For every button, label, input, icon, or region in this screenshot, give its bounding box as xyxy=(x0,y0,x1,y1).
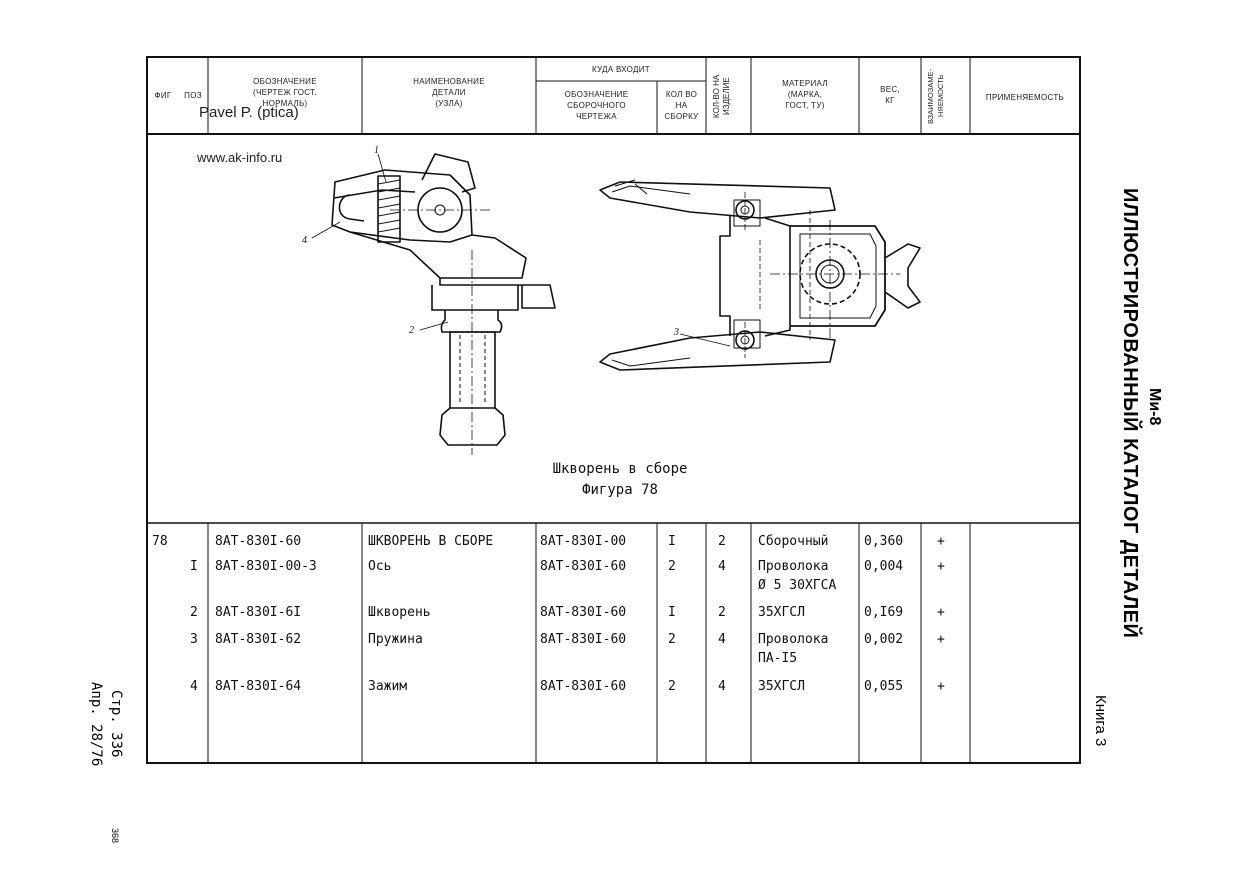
header-weight-line: ВЕС, xyxy=(880,85,900,94)
cell-name: ШКВОРЕНЬ В СБОРЕ xyxy=(368,534,494,549)
cell-name: Ось xyxy=(368,559,392,574)
cell-pos: 4 xyxy=(190,679,198,694)
cell-assembly: 8АТ-830I-60 xyxy=(540,679,627,694)
cell-designation: 8АТ-830I-64 xyxy=(215,679,302,694)
watermark-site: www.ak-info.ru xyxy=(197,150,283,165)
page-number: Стр. 336 xyxy=(108,690,124,758)
header-applicability: ПРИМЕНЯЕМОСТЬ xyxy=(985,93,1065,102)
cell-material-2: Ø 5 30ХГСА xyxy=(758,578,837,593)
cell-qty-prod: 4 xyxy=(718,559,726,574)
header-assembly-line: СБОРОЧНОГО xyxy=(567,101,626,110)
header-material-line: ГОСТ, ТУ) xyxy=(785,101,825,110)
page-date: Апр. 28/76 xyxy=(88,682,104,767)
header-qty-asm-line: СБОРКУ xyxy=(664,112,699,121)
cell-assembly: 8АТ-830I-60 xyxy=(540,559,627,574)
header-part-name-line: ДЕТАЛИ xyxy=(432,88,466,97)
header-assembly-line: ОБОЗНАЧЕНИЕ xyxy=(564,90,629,99)
header-designation-line: (ЧЕРТЕЖ ГОСТ. xyxy=(253,88,317,97)
cell-material: Проволока xyxy=(758,559,829,574)
cell-designation: 8АТ-830I-00-3 xyxy=(215,559,317,574)
cell-material: Сборочный xyxy=(758,534,829,549)
header-designation-line: ОБОЗНАЧЕНИЕ xyxy=(253,77,317,86)
cell-designation: 8АТ-830I-6I xyxy=(215,605,302,620)
cell-assembly: 8АТ-830I-00 xyxy=(540,534,627,549)
top-view xyxy=(599,179,921,371)
cell-assembly: 8АТ-830I-60 xyxy=(540,605,627,620)
cell-weight: 0,002 xyxy=(864,632,904,647)
header-designation: ОБОЗНАЧЕНИЕ (ЧЕРТЕЖ ГОСТ. НОРМАЛЬ) xyxy=(209,76,361,109)
header-part-name: НАИМЕНОВАНИЕ ДЕТАЛИ (УЗЛА) xyxy=(363,76,535,109)
cell-weight: 0,360 xyxy=(864,534,904,549)
header-qty-asm-line: КОЛ ВО xyxy=(665,90,698,99)
header-where-used: КУДА ВХОДИТ xyxy=(592,65,650,74)
cell-interch: + xyxy=(937,632,945,647)
cell-qty-prod: 2 xyxy=(718,605,726,620)
sheet-number: 368 xyxy=(110,828,120,844)
cell-qty-prod: 4 xyxy=(718,679,726,694)
header-assembly-designation: ОБОЗНАЧЕНИЕ СБОРОЧНОГО ЧЕРТЕЖА xyxy=(537,89,656,122)
figure-number: Фигура 78 xyxy=(582,482,658,498)
cell-name: Пружина xyxy=(368,632,423,647)
cell-material: 35ХГСЛ xyxy=(758,605,805,620)
callout-4: 4 xyxy=(302,235,307,246)
watermark-author: Pavel P. (ptica) xyxy=(199,104,299,121)
cell-material: Проволока xyxy=(758,632,829,647)
header-qty-assembly: КОЛ ВО НА СБОРКУ xyxy=(658,89,705,122)
header-designation-line: НОРМАЛЬ) xyxy=(262,99,308,108)
cell-qty-asm: I xyxy=(668,534,676,549)
cell-pos: 3 xyxy=(190,632,198,647)
cell-pos: 2 xyxy=(190,605,198,620)
cell-designation: 8АТ-830I-62 xyxy=(215,632,302,647)
cell-qty-asm: 2 xyxy=(668,559,676,574)
cell-fig: 78 xyxy=(152,534,168,549)
side-title: ИЛЛЮСТРИРОВАННЫЙ КАТАЛОГ ДЕТАЛЕЙ xyxy=(1119,188,1141,639)
header-fig: ФИГ xyxy=(154,91,172,100)
cell-qty-prod: 4 xyxy=(718,632,726,647)
header-material-line: МАТЕРИАЛ xyxy=(782,79,828,88)
header-material-line: (МАРКА, xyxy=(787,90,823,99)
header-weight-line: КГ xyxy=(885,96,895,105)
side-view xyxy=(311,153,556,455)
cell-material: 35ХГСЛ xyxy=(758,679,805,694)
header-interchangeability: ВЗАИМОЗАМЕ-НЯЕМОСТЬ xyxy=(926,68,945,124)
header-material: МАТЕРИАЛ (МАРКА, ГОСТ, ТУ) xyxy=(752,78,858,111)
header-part-name-line: (УЗЛА) xyxy=(435,99,463,108)
cell-qty-prod: 2 xyxy=(718,534,726,549)
cell-weight: 0,I69 xyxy=(864,605,904,620)
cell-interch: + xyxy=(937,679,945,694)
header-assembly-line: ЧЕРТЕЖА xyxy=(576,112,617,121)
cell-name: Зажим xyxy=(368,679,408,694)
cell-weight: 0,004 xyxy=(864,559,904,574)
cell-qty-asm: I xyxy=(668,605,676,620)
cell-assembly: 8АТ-830I-60 xyxy=(540,632,627,647)
cell-designation: 8АТ-830I-60 xyxy=(215,534,302,549)
header-qty-asm-line: НА xyxy=(675,101,688,110)
cell-interch: + xyxy=(937,534,945,549)
header-pos: ПОЗ xyxy=(184,91,202,100)
cell-name: Шкворень xyxy=(368,605,431,620)
cell-weight: 0,055 xyxy=(864,679,904,694)
kingpin-assembly-drawing xyxy=(311,153,921,455)
cell-qty-asm: 2 xyxy=(668,679,676,694)
callout-3: 3 xyxy=(674,327,679,338)
cell-interch: + xyxy=(937,559,945,574)
cell-pos: I xyxy=(190,559,198,574)
cell-material-2: ПА-I5 xyxy=(758,651,798,666)
cell-interch: + xyxy=(937,605,945,620)
cell-qty-asm: 2 xyxy=(668,632,676,647)
callout-2: 2 xyxy=(409,325,414,336)
side-book: Книга 3 xyxy=(1092,695,1109,747)
callout-1: 1 xyxy=(374,145,379,156)
side-model: Ми-8 xyxy=(1146,388,1163,426)
header-part-name-line: НАИМЕНОВАНИЕ xyxy=(413,77,485,86)
header-qty-product: КОЛ-ВО НА ИЗДЕЛИЕ xyxy=(712,74,731,118)
figure-caption: Шкворень в сборе xyxy=(552,461,688,477)
header-weight: ВЕС, КГ xyxy=(860,84,920,106)
